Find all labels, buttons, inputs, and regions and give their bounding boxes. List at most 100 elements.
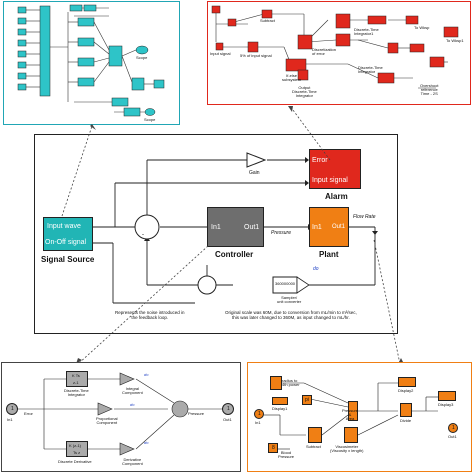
controller-caption: Controller bbox=[215, 250, 254, 259]
output-integrator-label: Output Discrete-Time Integrator bbox=[292, 85, 317, 98]
signal-source-wiring bbox=[17, 4, 165, 117]
discrete-integrator1-label: Discrete-Time Integrator1 bbox=[354, 27, 379, 36]
discrete-integrator2-label: Discrete-Time Integrator bbox=[358, 65, 383, 74]
plant-block[interactable]: In1 Out1 bbox=[309, 207, 349, 247]
pid-out1-port[interactable]: 1 bbox=[222, 403, 234, 415]
if-else-label: If-else subsystem bbox=[282, 73, 302, 82]
alarm-compare-block bbox=[429, 56, 445, 68]
pi-label: pi bbox=[305, 397, 309, 403]
display3-label: Display3 bbox=[438, 402, 454, 407]
overshoot-label: Overshoot reference Time - 2S bbox=[420, 83, 439, 96]
display1-label: Display1 bbox=[272, 406, 288, 411]
connector-arrowhead bbox=[288, 106, 293, 112]
gain-block bbox=[246, 152, 267, 168]
display2-block[interactable] bbox=[398, 377, 416, 387]
alarm-input-port-label: Input signal bbox=[312, 177, 348, 184]
divide-block[interactable] bbox=[400, 403, 412, 417]
pid-error-label: Error bbox=[24, 411, 33, 416]
arrowhead bbox=[305, 180, 309, 186]
controller-block[interactable]: In1 Out1 bbox=[207, 207, 264, 247]
plant-out1-port[interactable]: 1 bbox=[448, 423, 458, 433]
alarm-subtract-block bbox=[261, 9, 273, 19]
rate-block bbox=[111, 97, 129, 107]
scope-block bbox=[135, 45, 149, 55]
pid-controller-panel: 1 In1 Error K Ts z-1 Discrete-Time Integ… bbox=[1, 362, 241, 472]
display3-block[interactable] bbox=[438, 391, 456, 401]
signal-source-block[interactable]: Input wave On-Off signal bbox=[43, 217, 93, 251]
pid-sum-block bbox=[171, 400, 189, 418]
to-wksp1-label: To Wksp1 bbox=[446, 38, 464, 43]
pid-wiring bbox=[18, 372, 222, 456]
source-generator-block bbox=[17, 6, 27, 14]
mux-block bbox=[39, 5, 51, 97]
tf-top: K Ts bbox=[72, 373, 80, 378]
discrete-integrator1-block bbox=[335, 13, 351, 29]
dt-integrator-block[interactable]: K Ts z-1 bbox=[66, 371, 88, 387]
source-generator-block bbox=[17, 72, 27, 80]
alarm-subtract-label: Subtract bbox=[260, 18, 275, 23]
tf-bot: z-1 bbox=[73, 380, 79, 385]
plant-subsystem-panel: radius to 4th power Display1 pi Pressure… bbox=[247, 362, 472, 472]
gain-caption: Gain bbox=[249, 170, 260, 176]
do2-label: do bbox=[130, 402, 135, 407]
product-block bbox=[131, 77, 145, 91]
integral-label: Integral Component bbox=[122, 386, 143, 395]
sampler-caption: Sampler/ unit converter bbox=[277, 295, 302, 304]
pid-in1-num: 1 bbox=[11, 406, 14, 412]
dt-integrator-label: Discrete-Time Integrator bbox=[64, 388, 89, 397]
alarm-block[interactable]: Error Input signal bbox=[309, 149, 361, 189]
alarm-subsystem-panel: Subtract Input signal 5% of input signal… bbox=[207, 1, 471, 105]
alarm-error-port-label: Error bbox=[312, 157, 328, 164]
controller-out-label: Out1 bbox=[244, 224, 260, 231]
main-wiring: - bbox=[93, 152, 378, 304]
plant-in1-port[interactable]: 1 bbox=[254, 409, 264, 419]
sum-sign-minus: - bbox=[142, 232, 144, 238]
pid-in1-port[interactable]: 1 bbox=[6, 403, 18, 415]
plant-out1-label: Out1 bbox=[448, 434, 457, 439]
main-diagram-panel: - Input wave On-Off signal Signal Source… bbox=[34, 134, 398, 334]
subtract-block[interactable] bbox=[308, 427, 322, 443]
switch-block bbox=[77, 17, 95, 27]
alarm-delay-block bbox=[297, 69, 309, 81]
sum-block bbox=[134, 214, 160, 240]
switch-block bbox=[77, 37, 95, 47]
viscosimeter-block[interactable] bbox=[344, 427, 358, 443]
scope-block bbox=[144, 108, 156, 116]
const-block bbox=[83, 4, 97, 12]
source-generator-block bbox=[17, 61, 27, 69]
to-wksp-label: To Wksp bbox=[414, 25, 430, 30]
plant-out-label: Out1 bbox=[332, 224, 346, 230]
const-block bbox=[69, 4, 83, 12]
const8-block[interactable]: 8 bbox=[268, 443, 278, 453]
alarm-gain-block bbox=[247, 41, 259, 53]
pid-in1-label: In1 bbox=[7, 417, 13, 422]
alarm-logic-block bbox=[409, 43, 425, 53]
plant-in-label: In1 bbox=[312, 224, 322, 231]
discrete-derivative-block[interactable]: K (z-1) Ts z bbox=[66, 441, 88, 457]
arrowhead bbox=[372, 231, 378, 235]
radius-block[interactable] bbox=[270, 376, 282, 390]
pi-block[interactable]: pi bbox=[302, 395, 312, 405]
alarm-wiring bbox=[211, 5, 459, 89]
pressure-area-block[interactable] bbox=[348, 401, 358, 421]
on-off-port-label: On-Off signal bbox=[45, 239, 87, 246]
viscosimeter-label: Viscosimeter (Viscosity x length) bbox=[330, 444, 364, 453]
scale-note: Original scale was 60M, due to conversio… bbox=[225, 310, 357, 320]
alarm-caption: Alarm bbox=[325, 192, 348, 201]
display1-block[interactable] bbox=[272, 397, 288, 405]
sampler-gain-triangle bbox=[296, 276, 310, 294]
proportional-label: Proportional Component bbox=[96, 416, 118, 425]
dd-bot: Ts z bbox=[73, 450, 81, 455]
multiport-switch-block bbox=[108, 45, 123, 67]
alarm-switch-block bbox=[405, 15, 419, 25]
discrete-derivative-label: Discrete Derivative bbox=[58, 459, 92, 464]
plant-in1-num: 1 bbox=[258, 411, 261, 417]
proportional-gain-block bbox=[97, 402, 113, 416]
blood-pressure-label: Blood Pressure bbox=[278, 450, 295, 459]
discretization-block bbox=[297, 34, 313, 50]
controller-in-label: In1 bbox=[211, 224, 221, 231]
signal-source-subsystem-panel: Scope Scope bbox=[3, 1, 180, 125]
alarm-pct-label: 5% of input signal bbox=[240, 53, 272, 58]
alarm-inport2-block bbox=[215, 42, 224, 51]
noise-note: Represents the noise introduced in the f… bbox=[115, 310, 185, 320]
